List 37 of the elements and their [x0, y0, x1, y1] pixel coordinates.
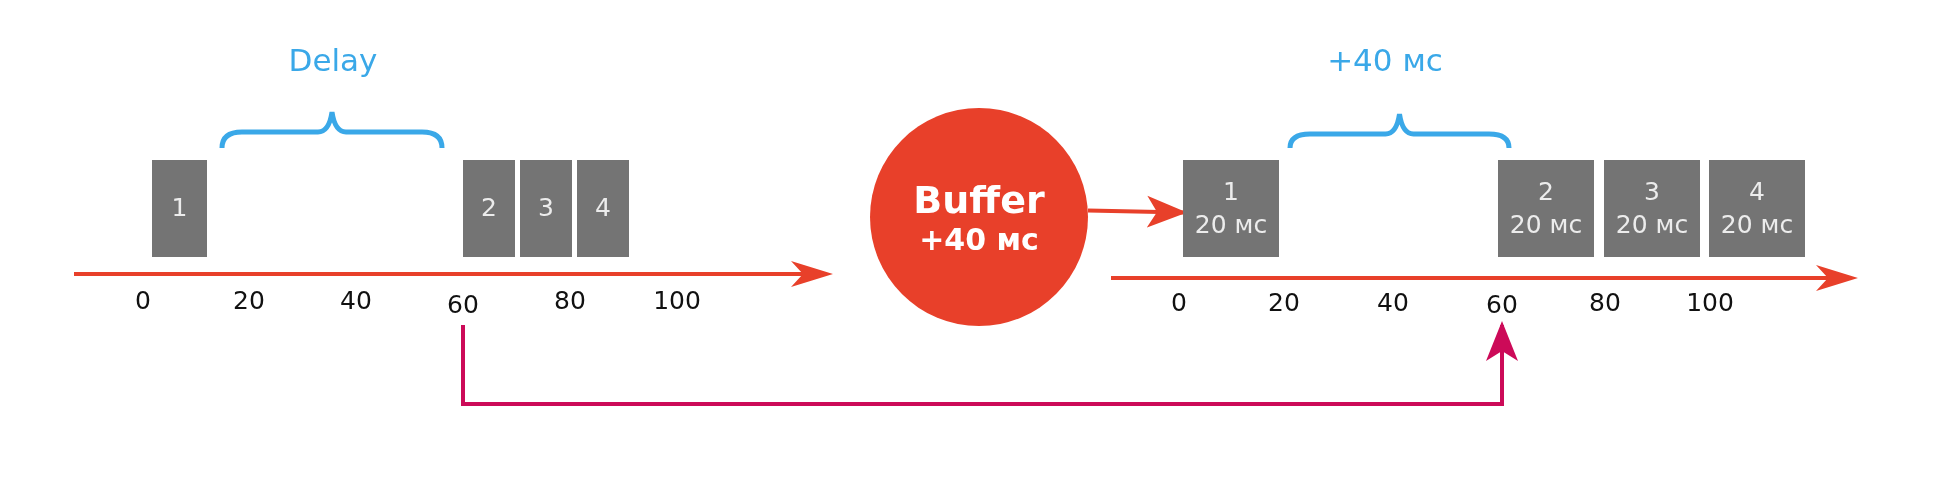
tick-label: 0: [1171, 288, 1187, 317]
packet-number: 3: [538, 192, 554, 225]
packet-block: [152, 160, 207, 257]
tick-label: 20: [1268, 288, 1300, 317]
packet-block: [1183, 160, 1279, 257]
packet-number: 3: [1644, 176, 1660, 208]
duration-text: 20 мс: [1194, 208, 1268, 241]
delay-label: +40 мс: [1327, 42, 1443, 78]
tick-label: 40: [1377, 288, 1409, 317]
packet-block: [520, 160, 572, 257]
tick-label: 0: [135, 286, 151, 315]
packet-number: 1: [171, 192, 188, 225]
packet-block: [1604, 160, 1700, 257]
arrow: [461, 321, 1518, 406]
tick-label: 60: [445, 287, 481, 321]
tick-label: 80: [1589, 288, 1621, 317]
packet-block: [1498, 160, 1594, 257]
delay-label: Delay: [288, 42, 378, 78]
tick-label: 40: [340, 286, 372, 315]
packet-number: 2: [481, 192, 497, 225]
packet-number: 4: [1749, 176, 1765, 208]
tick-label: 80: [554, 286, 586, 315]
packet-number: 4: [595, 192, 611, 225]
packet-block: [463, 160, 515, 257]
tick-label: 60: [1484, 287, 1520, 321]
buffer-title: Buffer: [913, 177, 1045, 222]
packet-number: 2: [1538, 176, 1554, 208]
tick-label: 100: [653, 286, 701, 315]
duration-text: 20 мс: [1509, 208, 1583, 241]
tick-label: 100: [1686, 288, 1734, 317]
buffer-delay-text: +40 мс: [919, 221, 1039, 257]
packet-block: [577, 160, 629, 257]
duration-text: 20 мс: [1720, 208, 1794, 241]
tick-label: 20: [233, 286, 265, 315]
packet-block: [1709, 160, 1805, 257]
packet-number: 1: [1223, 176, 1239, 208]
duration-text: 20 мс: [1615, 208, 1689, 241]
